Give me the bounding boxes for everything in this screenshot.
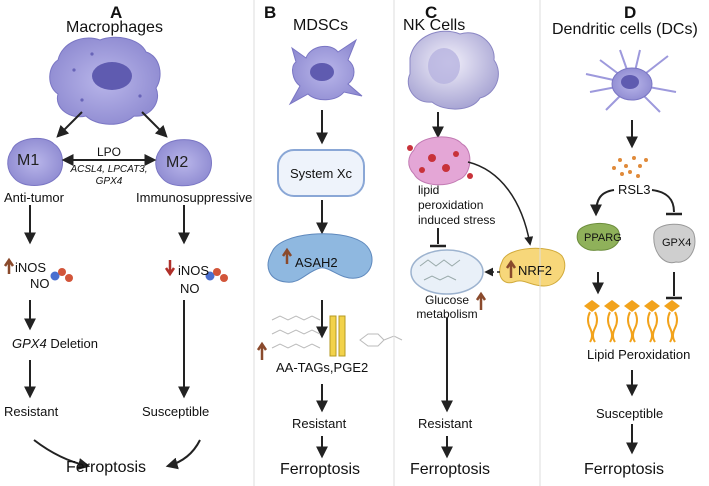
inos-label-m1: iNOS (15, 260, 47, 275)
gpx4-protein (653, 223, 696, 264)
panel-d-title: Dendritic cells (DCs) (552, 21, 698, 38)
pparg-protein (576, 223, 620, 251)
panel-d-letter: D (624, 3, 637, 22)
glucose-line-2: metabolism (416, 307, 478, 322)
lipid-peroxidation-label: Lipid Peroxidation (587, 347, 691, 362)
rsl3-particles (612, 156, 648, 178)
stressed-nk-cell (407, 136, 473, 186)
nrf2-label: NRF2 (518, 263, 552, 278)
stress-line-2: peroxidation (418, 198, 484, 212)
lipid-peroxidation-stress-label: lipid peroxidation induced stress (418, 183, 495, 228)
deletion-word: Deletion (50, 336, 99, 351)
nrf2-enzyme (499, 247, 566, 287)
m2-label: M2 (166, 154, 189, 171)
system-xc-box (277, 149, 365, 197)
gpx4-deletion-label: GPX4 Deletion (12, 337, 98, 350)
resistant-label-b: Resistant (292, 416, 347, 431)
up-arrow-icon (505, 259, 517, 278)
m2-cell (155, 139, 212, 187)
ferroptosis-label-d: Ferroptosis (584, 461, 665, 478)
up-arrow-icon (281, 247, 293, 264)
susceptible-label-a: Susceptible (142, 404, 210, 419)
up-arrow-icon (256, 341, 268, 360)
m1-cell (7, 137, 63, 186)
mdsc-cell (288, 38, 363, 106)
gpx4-gene: GPX4 (12, 336, 47, 351)
resistant-label-a: Resistant (4, 404, 59, 419)
panel-c-title: NK Cells (403, 17, 466, 34)
down-arrow-icon (164, 260, 176, 277)
lpo-genes-line-2: GPX4 (95, 175, 123, 187)
stress-line-3: induced stress (418, 213, 496, 227)
susceptible-label-d: Susceptible (596, 406, 664, 421)
lpo-genes-line-1: ACSL4, LPCAT3, (70, 164, 148, 175)
glucose-metabolism-label: Glucose metabolism (410, 293, 484, 322)
ferroptosis-label-a: Ferroptosis (66, 459, 147, 476)
ferroptosis-label-b: Ferroptosis (280, 461, 361, 478)
glucose-metabolism-organelle (410, 249, 484, 295)
lipid-bilayer (584, 300, 680, 343)
macrophage-cell (49, 36, 161, 125)
immunosuppressive-label: Immunosuppressive (136, 190, 253, 205)
lpo-label: LPO (97, 145, 122, 159)
nk-cell (407, 30, 499, 110)
panel-c-letter: C (425, 3, 438, 22)
inos-label-m2: iNOS (178, 263, 210, 278)
aa-tags-label: AA-TAGs,PGE2 (276, 360, 369, 375)
lpo-genes: ACSL4, LPCAT3, GPX4 (64, 164, 154, 187)
rsl3-label: RSL3 (618, 182, 651, 197)
no-molecule-icon (50, 268, 73, 282)
resistant-label-c: Resistant (418, 416, 473, 431)
no-label-m2: NO (180, 281, 200, 296)
no-molecule-icon (205, 268, 228, 282)
panel-b-letter: B (264, 3, 277, 22)
m1-label: M1 (17, 152, 40, 169)
anti-tumor-label: Anti-tumor (4, 190, 64, 205)
panel-b-title: MDSCs (293, 17, 349, 34)
pparg-label: PPARG (584, 232, 622, 244)
panel-a-title: Macrophages (66, 19, 163, 36)
stress-line-1: lipid (418, 183, 440, 197)
gpx4-label-d: GPX4 (662, 237, 692, 249)
glucose-line-1: Glucose (424, 293, 470, 307)
system-xc-label: System Xc (289, 165, 353, 181)
asah2-enzyme (267, 233, 373, 283)
no-label-m1: NO (30, 276, 50, 291)
aa-tags-molecule (271, 315, 403, 349)
up-arrow-icon (3, 257, 15, 274)
asah2-label: ASAH2 (295, 255, 338, 270)
ferroptosis-label-c: Ferroptosis (410, 461, 491, 478)
up-arrow-icon (475, 291, 487, 310)
panel-a-letter: A (110, 3, 123, 22)
